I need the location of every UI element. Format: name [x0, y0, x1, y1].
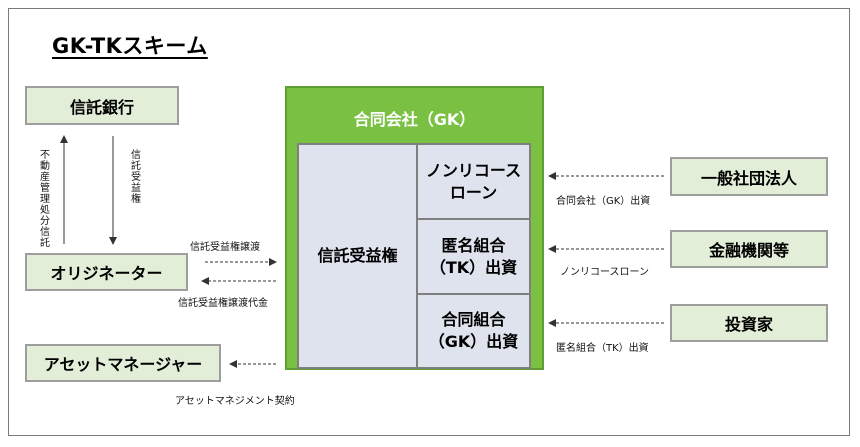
financial-institutions-box: 金融機関等 [670, 230, 828, 268]
trust-bank-box: 信託銀行 [25, 86, 179, 125]
trust-beneficiary-vertical-label: 信託受益権 [131, 150, 141, 205]
tk-investment-cell: 匿名組合 （TK）出資 [416, 218, 531, 295]
gk-title: 合同会社（GK） [353, 110, 476, 129]
nonrecourse-label: ノンリコースローン [560, 267, 649, 278]
diagram-title: GK-TKスキーム [52, 34, 208, 58]
trust-beneficiary-cell: 信託受益権 [297, 143, 418, 369]
asset-mgmt-contract-label: アセットマネジメント契約 [175, 396, 295, 407]
tk-label: 匿名組合（TK）出資 [556, 343, 649, 354]
asset-manager-box: アセットマネージャー [25, 344, 221, 382]
transfer-label: 信託受益権譲渡 [190, 242, 260, 253]
gk-funding-label: 合同会社（GK）出資 [556, 196, 651, 207]
nonrecourse-loan-cell: ノンリコース ローン [416, 143, 531, 220]
investor-box: 投資家 [670, 304, 828, 342]
originator-box: オリジネーター [25, 253, 188, 291]
real-estate-trust-label: 不動産管理処分信託 [40, 150, 50, 249]
diagram-frame [8, 8, 850, 436]
transfer-payment-label: 信託受益権譲渡代金 [178, 298, 268, 309]
general-association-box: 一般社団法人 [670, 157, 828, 196]
gk-investment-cell: 合同組合 （GK）出資 [416, 293, 531, 369]
gk-container: 合同会社（GK） 信託受益権 ノンリコース ローン 匿名組合 （TK）出資 合同… [285, 86, 544, 370]
